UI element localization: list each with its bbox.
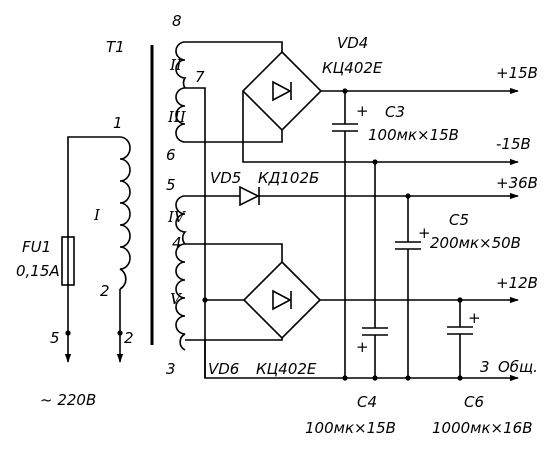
terminal-dot-5	[65, 330, 71, 336]
label-vd6-type: КЦ402Е	[256, 360, 317, 378]
label-vd6-name: VD6	[208, 360, 239, 378]
label-pin6: 6	[166, 146, 176, 164]
label-vd5-type: КД102Б	[258, 169, 319, 187]
label-c5-plus: +	[418, 224, 431, 242]
label-pin2: 2	[100, 282, 110, 300]
label-pin5: 5	[166, 176, 176, 194]
label-c4-plus: +	[356, 338, 369, 356]
label-winding-v: V	[170, 290, 183, 308]
label-c6-name: C6	[464, 393, 484, 411]
node-common-2	[372, 375, 378, 381]
bridge-vd6	[242, 260, 322, 340]
wire-pin6-to-vd4	[185, 130, 283, 143]
label-fuse-rating: 0,15A	[16, 262, 60, 280]
node-vd6-minus	[202, 297, 208, 303]
terminal-dot-2	[117, 330, 123, 336]
label-winding-ii: II	[169, 56, 183, 74]
label-winding-i: I	[93, 206, 101, 224]
wire-pin8-to-vd4	[185, 41, 283, 52]
winding-iv-coil	[175, 195, 187, 245]
node-common-3	[405, 375, 411, 381]
label-vd4-name: VD4	[337, 34, 368, 52]
label-pin1: 1	[113, 114, 123, 132]
primary-circuit	[61, 136, 131, 363]
winding-v-coil	[175, 243, 186, 351]
wire-pin7-tap	[185, 87, 206, 378]
label-out-common-pin: 3	[480, 358, 490, 376]
label-terminal-5: 5	[50, 329, 60, 347]
wire-pin4-to-vd6	[185, 243, 283, 262]
label-pin3: 3	[166, 360, 176, 378]
label-out-plus15: +15B	[496, 64, 538, 82]
winding-ii-coil	[175, 41, 187, 89]
label-pin8: 8	[172, 12, 182, 30]
label-terminal-2: 2	[124, 329, 134, 347]
vd4-section	[185, 41, 519, 378]
label-out-common: Общ.	[498, 358, 538, 376]
vd6-section	[185, 162, 519, 382]
label-c3-name: C3	[385, 103, 405, 121]
winding-iii-coil	[175, 87, 186, 143]
winding-i-coil	[119, 136, 131, 290]
bridge-vd6-diode	[272, 289, 292, 311]
label-c4-name: C4	[357, 393, 377, 411]
label-c5-value: 200мк×50B	[430, 234, 521, 252]
label-c3-value: 100мк×15B	[368, 126, 459, 144]
label-out-plus36: +36B	[496, 174, 538, 192]
vd5-section	[185, 185, 519, 378]
node-common-4	[457, 375, 463, 381]
wire-fuse-to-pin1	[67, 136, 120, 237]
label-t1: T1	[106, 38, 125, 56]
label-vd5-name: VD5	[210, 169, 241, 187]
bridge-vd4-diode	[272, 80, 292, 102]
label-winding-iii: III	[167, 108, 187, 126]
label-fuse-name: FU1	[22, 238, 51, 256]
label-pin4: 4	[172, 234, 182, 252]
label-pin7: 7	[195, 68, 205, 86]
node-common-1	[342, 375, 348, 381]
diode-vd5	[239, 185, 260, 207]
label-out-minus15: -15B	[496, 135, 531, 153]
label-out-plus12: +12B	[496, 274, 538, 292]
wire-vd4-minus	[242, 91, 519, 166]
label-vd4-type: КЦ402Е	[322, 59, 383, 77]
label-c5-name: C5	[449, 211, 469, 229]
wire-common-bus	[204, 340, 519, 382]
label-winding-iv: IV	[167, 208, 187, 226]
label-c6-plus: +	[468, 309, 481, 327]
wire-pin3	[185, 338, 283, 341]
label-c3-plus: +	[356, 102, 369, 120]
label-mains: ~ 220B	[40, 391, 96, 409]
label-c6-value: 1000мк×16B	[432, 419, 533, 437]
secondary-windings	[175, 41, 187, 351]
label-c4-value: 100мк×15B	[305, 419, 396, 437]
bridge-vd4	[241, 50, 323, 132]
